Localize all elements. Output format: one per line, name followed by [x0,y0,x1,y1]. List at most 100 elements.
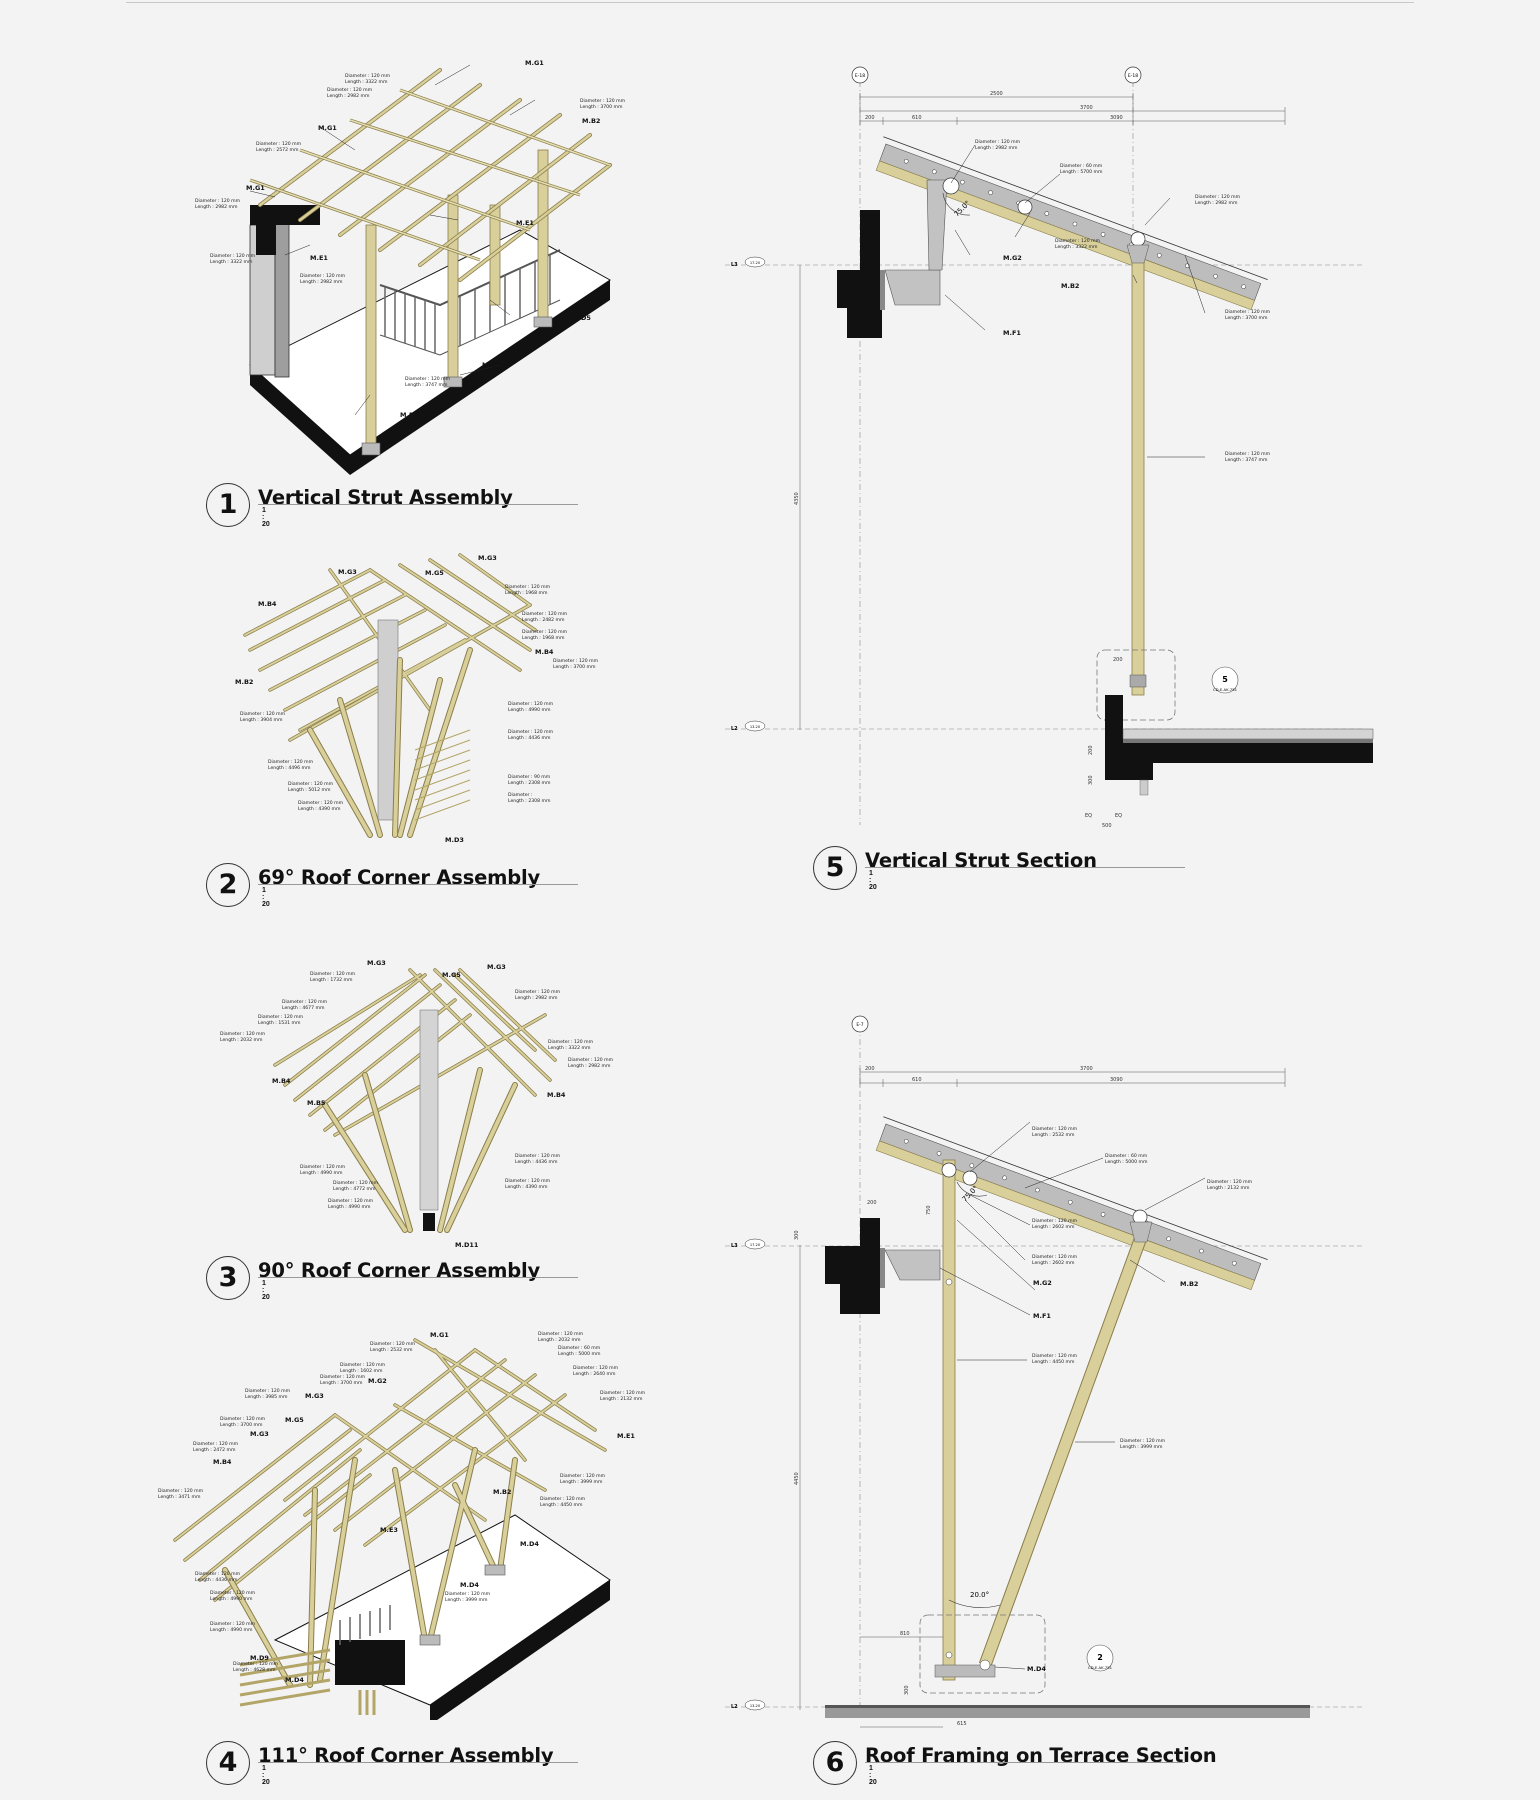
spec-notes-3: Diameter : 120 mm Length : 1732 mm Diame… [220,971,614,1210]
label-m-d5-a: M.D5 [572,314,591,322]
view-69-roof-corner-assembly: M.G3 M.G5 M.G3 M.B4 M.B4 M.B2 M.D3 Diame… [230,550,630,850]
svg-text:Length : 4450 mm: Length : 4450 mm [540,1502,583,1508]
svg-text:Length : 4390 mm: Length : 4390 mm [298,806,341,812]
svg-text:Diameter : 120 mm: Diameter : 120 mm [300,273,346,279]
svg-text:Diameter : 120 mm: Diameter : 120 mm [1225,451,1271,457]
view-vertical-strut-assembly: M.G1 M.B2 M.G1 M.G1 M.E1 M.E1 M.D5 M.D5 … [190,55,640,525]
svg-text:Diameter : 120 mm: Diameter : 120 mm [1032,1353,1078,1359]
dim5-eq-b: EQ [1115,813,1122,819]
dim5-610: 610 [912,115,922,121]
dim6-300b: 300 [904,1685,910,1695]
svg-text:Length : 2982 mm: Length : 2982 mm [195,204,238,210]
svg-text:Length : 2132 mm: Length : 2132 mm [600,1396,643,1402]
title-underline-4 [258,1762,578,1763]
svg-text:Diameter : 120 mm: Diameter : 120 mm [548,1039,594,1045]
svg-text:Diameter : 120 mm: Diameter : 120 mm [508,701,554,707]
svg-text:Diameter :: Diameter : [508,792,533,798]
svg-text:Diameter : 120 mm: Diameter : 120 mm [1195,194,1241,200]
label4-m-d9: M.D9 [250,1654,269,1662]
svg-text:Diameter : 120 mm: Diameter : 120 mm [505,584,551,590]
svg-text:Length : 3322 mm: Length : 3322 mm [1055,244,1098,250]
svg-text:Diameter : 120 mm: Diameter : 120 mm [210,253,256,259]
dim5-3700: 3700 [1080,105,1093,111]
svg-text:Length : 2640 mm: Length : 2640 mm [573,1371,616,1377]
label2-m-g3-a: M.G3 [338,568,357,576]
isometric-drawing-3: M.G3 M.G5 M.G3 M.B4 M.B5 M.B4 M.D11 Diam… [220,959,614,1249]
label5-m-f1: M.F1 [1003,329,1021,337]
grid-e7: E-7 [856,1022,863,1028]
angle6-b: 20.0° [970,1591,989,1599]
angle6-a: 75.0° [961,1184,980,1203]
svg-text:Length : 2572 mm: Length : 2572 mm [256,147,299,153]
view-number-3: 3 [206,1256,250,1300]
svg-text:Length : 4772 mm: Length : 4772 mm [333,1186,376,1192]
view-number-2: 2 [206,863,250,907]
svg-text:Diameter : 120 mm: Diameter : 120 mm [1120,1438,1166,1444]
label2-m-b2: M.B2 [235,678,253,686]
spec-notes-5: Diameter : 120 mm Length : 2982 mm Diame… [975,139,1271,463]
label6-m-g2: M.G2 [1033,1279,1052,1287]
dim5-3090: 3090 [1110,115,1123,121]
view-title-1: Vertical Strut Assembly [258,486,513,509]
label3-m-g5: M.G5 [442,971,461,979]
label4-m-g3-b: M.G3 [250,1430,269,1438]
label6-m-f1: M.F1 [1033,1312,1051,1320]
label4-m-g2: M.G2 [368,1377,387,1385]
view-111-roof-corner-assembly: M.G1 M.G2 M.G3 M.G5 M.G3 M.B4 M.E1 M.B2 … [155,1320,655,1720]
svg-text:Length : 3747 mm: Length : 3747 mm [1225,457,1268,463]
svg-text:Diameter : 120 mm: Diameter : 120 mm [568,1057,614,1063]
svg-text:Diameter : 120 mm: Diameter : 120 mm [1055,238,1101,244]
svg-text:Diameter : 120 mm: Diameter : 120 mm [538,1331,584,1337]
svg-text:Diameter : 120 mm: Diameter : 120 mm [1032,1254,1078,1260]
view-scale-2: 1 : 20 [262,887,270,908]
svg-text:Length : 1602 mm: Length : 1602 mm [340,1368,383,1374]
svg-text:Length : 2032 mm: Length : 2032 mm [538,1337,581,1343]
label3-m-b5: M.B5 [307,1099,326,1107]
label2-m-b4-b: M.B4 [535,648,554,656]
svg-text:Diameter : 120 mm: Diameter : 120 mm [210,1590,256,1596]
svg-text:Length : 1732 mm: Length : 1732 mm [310,977,353,983]
dim5-200b: 200 [1088,745,1094,755]
svg-text:Length : 5700 mm: Length : 5700 mm [1060,169,1103,175]
dim6-3090: 3090 [1110,1077,1123,1083]
svg-text:Diameter : 120 mm: Diameter : 120 mm [298,800,344,806]
level6-val-l3: 17.20 [750,1243,761,1247]
view-scale-3: 1 : 20 [262,1280,270,1301]
dim5-eq-a: EQ [1085,813,1092,819]
view-90-roof-corner-assembly: M.G3 M.G5 M.G3 M.B4 M.B5 M.B4 M.D11 Diam… [215,955,635,1255]
svg-text:Length : 4990 mm: Length : 4990 mm [328,1204,371,1210]
view-vertical-strut-section: E-18 E-18 2500 3700 200 610 3090 750 435… [725,65,1375,845]
svg-text:Length : 1968 mm: Length : 1968 mm [522,635,565,641]
label-m-g1-a: M.G1 [525,59,544,67]
svg-text:Diameter : 120 mm: Diameter : 120 mm [240,711,286,717]
label4-m-d4-b: M.D4 [460,1581,479,1589]
label-m-e1-a: M.E1 [516,219,534,227]
title-underline-3 [258,1277,578,1278]
svg-text:Diameter : 120 mm: Diameter : 120 mm [445,1591,491,1597]
svg-text:Length : 2982 mm: Length : 2982 mm [515,995,558,1001]
title-underline-1 [258,504,578,505]
svg-text:Length : 2472 mm: Length : 2472 mm [193,1447,236,1453]
level6-l3: L3 [731,1243,738,1249]
svg-text:Length : 4390 mm: Length : 4390 mm [505,1184,548,1190]
level5-l3: L3 [731,262,738,268]
svg-text:Diameter : 120 mm: Diameter : 120 mm [268,759,314,765]
isometric-drawing-1: M.G1 M.B2 M.G1 M.G1 M.E1 M.E1 M.D5 M.D5 … [195,59,626,475]
svg-text:Diameter : 120 mm: Diameter : 120 mm [288,781,334,787]
label3-m-d11: M.D11 [455,1241,479,1249]
svg-text:Diameter : 120 mm: Diameter : 120 mm [975,139,1021,145]
level5-l2: L2 [731,726,738,732]
svg-text:Diameter : 120 mm: Diameter : 120 mm [256,141,302,147]
label4-m-b4: M.B4 [213,1458,232,1466]
svg-text:Diameter : 120 mm: Diameter : 120 mm [1207,1179,1253,1185]
dim5-500: 500 [1102,823,1112,829]
view-number-6: 6 [813,1741,857,1785]
svg-text:Diameter : 120 mm: Diameter : 120 mm [220,1031,266,1037]
label4-m-g3-a: M.G3 [305,1392,324,1400]
svg-text:Length : 3985 mm: Length : 3985 mm [245,1394,288,1400]
callout6-ref: CD-E.AK.751 [1088,1665,1113,1670]
dim5-200: 200 [865,115,875,121]
view-number-4: 4 [206,1741,250,1785]
svg-text:Diameter : 120 mm: Diameter : 120 mm [580,98,626,104]
svg-text:Length : 3999 mm: Length : 3999 mm [1120,1444,1163,1450]
